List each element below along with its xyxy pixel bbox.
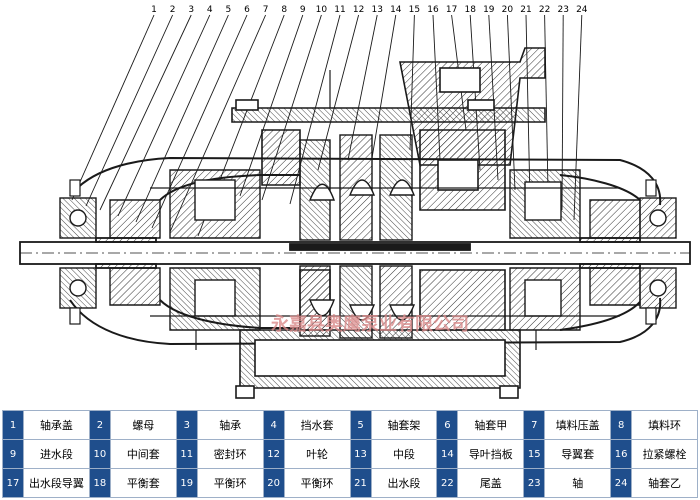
legend-part-name: 轴承盖	[23, 410, 90, 440]
callout-leader-line	[371, 14, 397, 159]
legend-part-number: 5	[349, 410, 372, 440]
callout-number: 18	[464, 5, 476, 15]
legend-part-number: 14	[436, 439, 459, 469]
legend-part-name: 挡水套	[283, 410, 351, 440]
legend-part-number: 13	[349, 439, 372, 469]
legend-part-name: 轴	[544, 468, 612, 498]
callout-leader-line	[544, 14, 549, 191]
legend-part-name: 螺母	[109, 410, 177, 440]
legend-part-number: 16	[610, 439, 633, 469]
lower-housing	[235, 269, 521, 399]
legend-part-number: 1	[2, 410, 24, 440]
legend-part-number: 24	[610, 468, 633, 498]
legend-part-number: 10	[88, 439, 111, 469]
callout-number: 9	[300, 5, 306, 15]
legend-part-name: 中段	[370, 439, 438, 469]
legend-part-name: 进水段	[23, 439, 90, 469]
legend-part-number: 11	[175, 439, 198, 469]
callout-number: 12	[353, 5, 364, 15]
legend-part-name: 出水段	[370, 468, 438, 498]
callout-number: 11	[334, 5, 345, 15]
callout-number: 24	[576, 5, 588, 15]
callout-number: 17	[446, 5, 457, 15]
callout-number: 4	[207, 5, 213, 15]
legend-part-name: 轴套乙	[631, 468, 698, 498]
legend-part-name: 拉紧螺栓	[631, 439, 698, 469]
callout-leader-line	[117, 14, 211, 217]
callout-number: 14	[390, 5, 402, 15]
legend-part-number: 22	[436, 468, 459, 498]
callout-number: 2	[170, 5, 176, 15]
legend-part-number: 23	[523, 468, 546, 498]
legend-part-name: 尾盖	[457, 468, 525, 498]
callout-number: 22	[539, 5, 550, 15]
legend-part-name: 导叶挡板	[457, 439, 525, 469]
suction-section	[109, 169, 261, 331]
legend-part-number: 19	[175, 468, 198, 498]
legend-part-name: 出水段导翼	[23, 468, 90, 498]
bearing-housings	[59, 197, 677, 309]
tie-bolts	[69, 70, 657, 350]
legend-part-number: 18	[88, 468, 111, 498]
callout-number: 8	[281, 5, 287, 15]
callout-number: 1	[151, 5, 157, 15]
legend-part-name: 中间套	[109, 439, 177, 469]
callout-number: 20	[502, 5, 514, 15]
legend-part-number: 17	[2, 468, 24, 498]
callout-number: 16	[427, 5, 439, 15]
callout-number: 19	[483, 5, 495, 15]
legend-part-name: 平衡环	[283, 468, 351, 498]
legend-part-name: 叶轮	[283, 439, 351, 469]
callout-number: 3	[188, 5, 194, 15]
legend-part-name: 平衡环	[196, 468, 264, 498]
callout-number: 23	[557, 5, 568, 15]
pump-shaft	[19, 237, 691, 269]
legend-part-name: 轴承	[196, 410, 264, 440]
legend-part-number: 21	[349, 468, 372, 498]
legend-part-number: 15	[523, 439, 546, 469]
legend-part-name: 导翼套	[544, 439, 612, 469]
legend-part-number: 3	[175, 410, 198, 440]
callout-number: 15	[409, 5, 420, 15]
callout-number: 13	[371, 5, 382, 15]
legend-part-number: 4	[262, 410, 285, 440]
legend-part-name: 密封环	[196, 439, 264, 469]
callout-number: 7	[263, 5, 269, 15]
callout-leader-line	[85, 14, 174, 207]
callout-number: 6	[244, 5, 250, 15]
impeller-stages	[299, 134, 416, 339]
legend-part-number: 2	[88, 410, 111, 440]
callout-number: 21	[520, 5, 531, 15]
legend-part-number: 6	[436, 410, 459, 440]
watermark-text: 永嘉县奥鹰泵业有限公司	[270, 313, 469, 335]
callout-number: 10	[316, 5, 328, 15]
legend-part-name: 填料环	[631, 410, 698, 440]
legend-part-number: 8	[610, 410, 633, 440]
legend-part-name: 填料压盖	[544, 410, 612, 440]
legend-part-name: 平衡套	[109, 468, 177, 498]
legend-part-number: 20	[262, 468, 285, 498]
legend-part-number: 12	[262, 439, 285, 469]
callout-leader-line	[151, 14, 248, 229]
callout-leader-line	[99, 14, 192, 211]
discharge-housing	[231, 47, 546, 211]
legend-part-number: 9	[2, 439, 24, 469]
callout-leader-line	[71, 14, 155, 201]
callout-number: 5	[226, 5, 232, 15]
callout-leader-line	[239, 14, 304, 197]
legend-part-name: 轴套甲	[457, 410, 525, 440]
legend-part-name: 轴套架	[370, 410, 438, 440]
legend-part-number: 7	[523, 410, 546, 440]
